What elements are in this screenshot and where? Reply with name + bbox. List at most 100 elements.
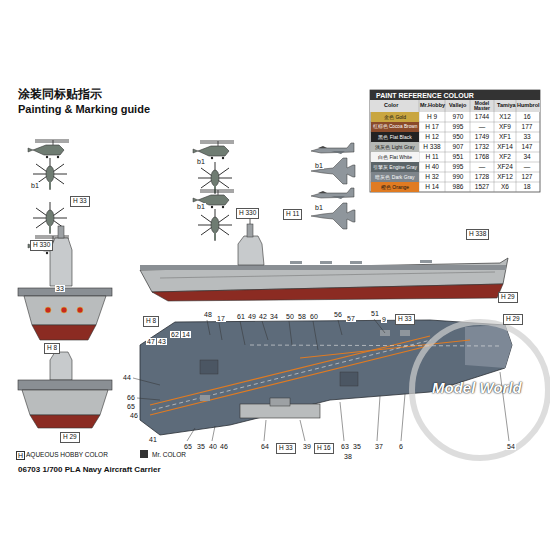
table-cell: — (514, 164, 540, 171)
column-header: Model Master (470, 101, 494, 111)
table-cell: 34 (514, 154, 540, 161)
table-cell: H 9 (419, 114, 445, 121)
color-swatch: 金色 Gold (371, 112, 419, 122)
column-header: Humbrol (517, 103, 540, 109)
callout-number: 65 (183, 443, 193, 450)
table-cell: 147 (514, 144, 540, 151)
color-swatch: 橙色 Orange (371, 182, 419, 192)
table-cell: X6 (492, 184, 518, 191)
legend-text: AQUEOUS HOBBY COLOR (26, 452, 108, 459)
table-cell: XF9 (492, 124, 518, 131)
column-header: Mr.Hobby (420, 103, 445, 109)
paint-callout: H 330 (30, 240, 53, 251)
color-swatch: 白色 Flat White (371, 152, 419, 162)
watermark: Model World (432, 380, 522, 395)
column-header: Vallejo (449, 103, 466, 109)
callout-number: 42 (258, 313, 268, 320)
callout-number: 17 (216, 315, 226, 322)
paint-callout: H 29 (503, 314, 523, 325)
callout-number: 35 (196, 443, 206, 450)
callout-number: 58 (297, 313, 307, 320)
table-cell: 995 (445, 124, 471, 131)
table-cell: 18 (514, 184, 540, 191)
table-cell: H 17 (419, 124, 445, 131)
callout-number: 38 (343, 453, 353, 460)
callout-number: 34 (269, 313, 279, 320)
table-cell: 907 (445, 144, 471, 151)
caption: 06703 1/700 PLA Navy Aircraft Carrier (18, 466, 161, 474)
column-header: Tamiya (497, 103, 516, 109)
callout-number: 48 (203, 311, 213, 318)
callout-number: 47 (146, 338, 156, 345)
table-cell: 177 (514, 124, 540, 131)
callout-number: 57 (346, 315, 356, 322)
legend-text: Mr. COLOR (152, 452, 186, 459)
table-cell: H 32 (419, 174, 445, 181)
table-title: PAINT REFERENCE COLOUR (376, 92, 474, 99)
color-name: 黑色 Flat Black (378, 135, 411, 140)
table-cell: H 11 (419, 154, 445, 161)
callout-number: 43 (157, 338, 167, 345)
callout-number: 9 (381, 316, 387, 323)
legend-sample: H (16, 451, 25, 460)
paint-callout: H 29 (498, 292, 518, 303)
callout-number: 46 (129, 412, 139, 419)
table-cell: 16 (514, 114, 540, 121)
color-swatch: 暗灰色 Dark Gray (371, 172, 419, 182)
callout-number: 61 (236, 313, 246, 320)
callout-number: 49 (247, 313, 257, 320)
paint-callout: H 33 (70, 196, 90, 207)
color-swatch: 红棕色 Cocoa Brown (371, 122, 419, 132)
table-cell: — (469, 164, 495, 171)
callout-number: b1 (314, 162, 324, 169)
callout-number: 14 (181, 331, 191, 338)
callout-number: b1 (314, 204, 324, 211)
color-swatch: 黑色 Flat Black (371, 132, 419, 142)
table-cell: XF1 (492, 134, 518, 141)
table-cell: XF12 (492, 174, 518, 181)
title-text: 涂装同标贴指示 (18, 88, 102, 100)
callout-number: 35 (352, 443, 362, 450)
table-cell: 1527 (469, 184, 495, 191)
title-text: Painting & Marking guide (18, 104, 150, 115)
paint-callout: H 330 (236, 208, 259, 219)
callout-number: 66 (126, 394, 136, 401)
paint-callout: H 16 (314, 443, 334, 454)
color-name: 红棕色 Cocoa Brown (373, 125, 418, 130)
callout-number: b1 (196, 158, 206, 165)
paint-callout: H 8 (143, 316, 159, 327)
table-cell: 970 (445, 114, 471, 121)
callout-number: 33 (55, 285, 65, 292)
table-cell: 951 (445, 154, 471, 161)
table-cell: — (469, 124, 495, 131)
paint-callout: H 29 (60, 432, 80, 443)
paint-callout: H 11 (283, 209, 302, 220)
column-header: Color (384, 103, 398, 109)
table-cell: 986 (445, 184, 471, 191)
callout-number: 62 (170, 331, 180, 338)
paint-callout: H 33 (276, 443, 296, 454)
table-cell: H 14 (419, 184, 445, 191)
callout-number: 39 (302, 443, 312, 450)
color-name: 橙色 Orange (381, 185, 409, 190)
callout-number: 63 (340, 443, 350, 450)
table-cell: 33 (514, 134, 540, 141)
callout-number: 46 (219, 443, 229, 450)
table-cell: XF14 (492, 144, 518, 151)
callout-number: 64 (260, 443, 270, 450)
callout-number: 50 (285, 313, 295, 320)
color-name: 金色 Gold (384, 115, 406, 120)
callout-number: 65 (126, 403, 136, 410)
color-name: 浅灰色 Light Gray (375, 145, 414, 150)
callout-number: 51 (370, 310, 380, 317)
callout-number: 37 (374, 443, 384, 450)
paint-callout: H 33 (395, 314, 415, 325)
table-cell: 127 (514, 174, 540, 181)
color-swatch: 浅灰色 Light Gray (371, 142, 419, 152)
callout-number: b1 (196, 203, 206, 210)
table-cell: 950 (445, 134, 471, 141)
table-cell: 1732 (469, 144, 495, 151)
table-cell: 995 (445, 164, 471, 171)
table-cell: 1749 (469, 134, 495, 141)
table-cell: 1728 (469, 174, 495, 181)
